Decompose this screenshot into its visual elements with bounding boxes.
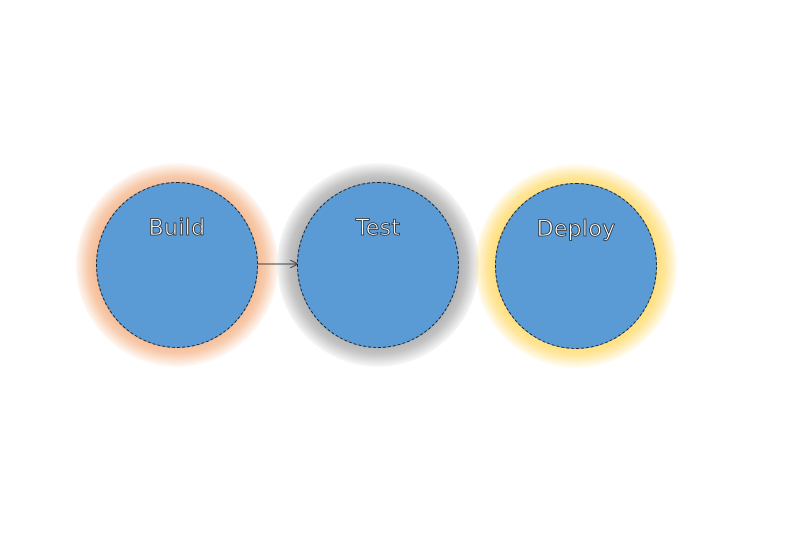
stage-test-label: Test: [355, 216, 401, 242]
stage-build-label: Build: [148, 216, 206, 242]
stage-deploy[interactable]: Deploy: [495, 183, 657, 349]
stage-build[interactable]: Build: [96, 182, 258, 348]
stage-test[interactable]: Test: [297, 182, 459, 348]
stage-deploy-label: Deploy: [536, 217, 616, 243]
